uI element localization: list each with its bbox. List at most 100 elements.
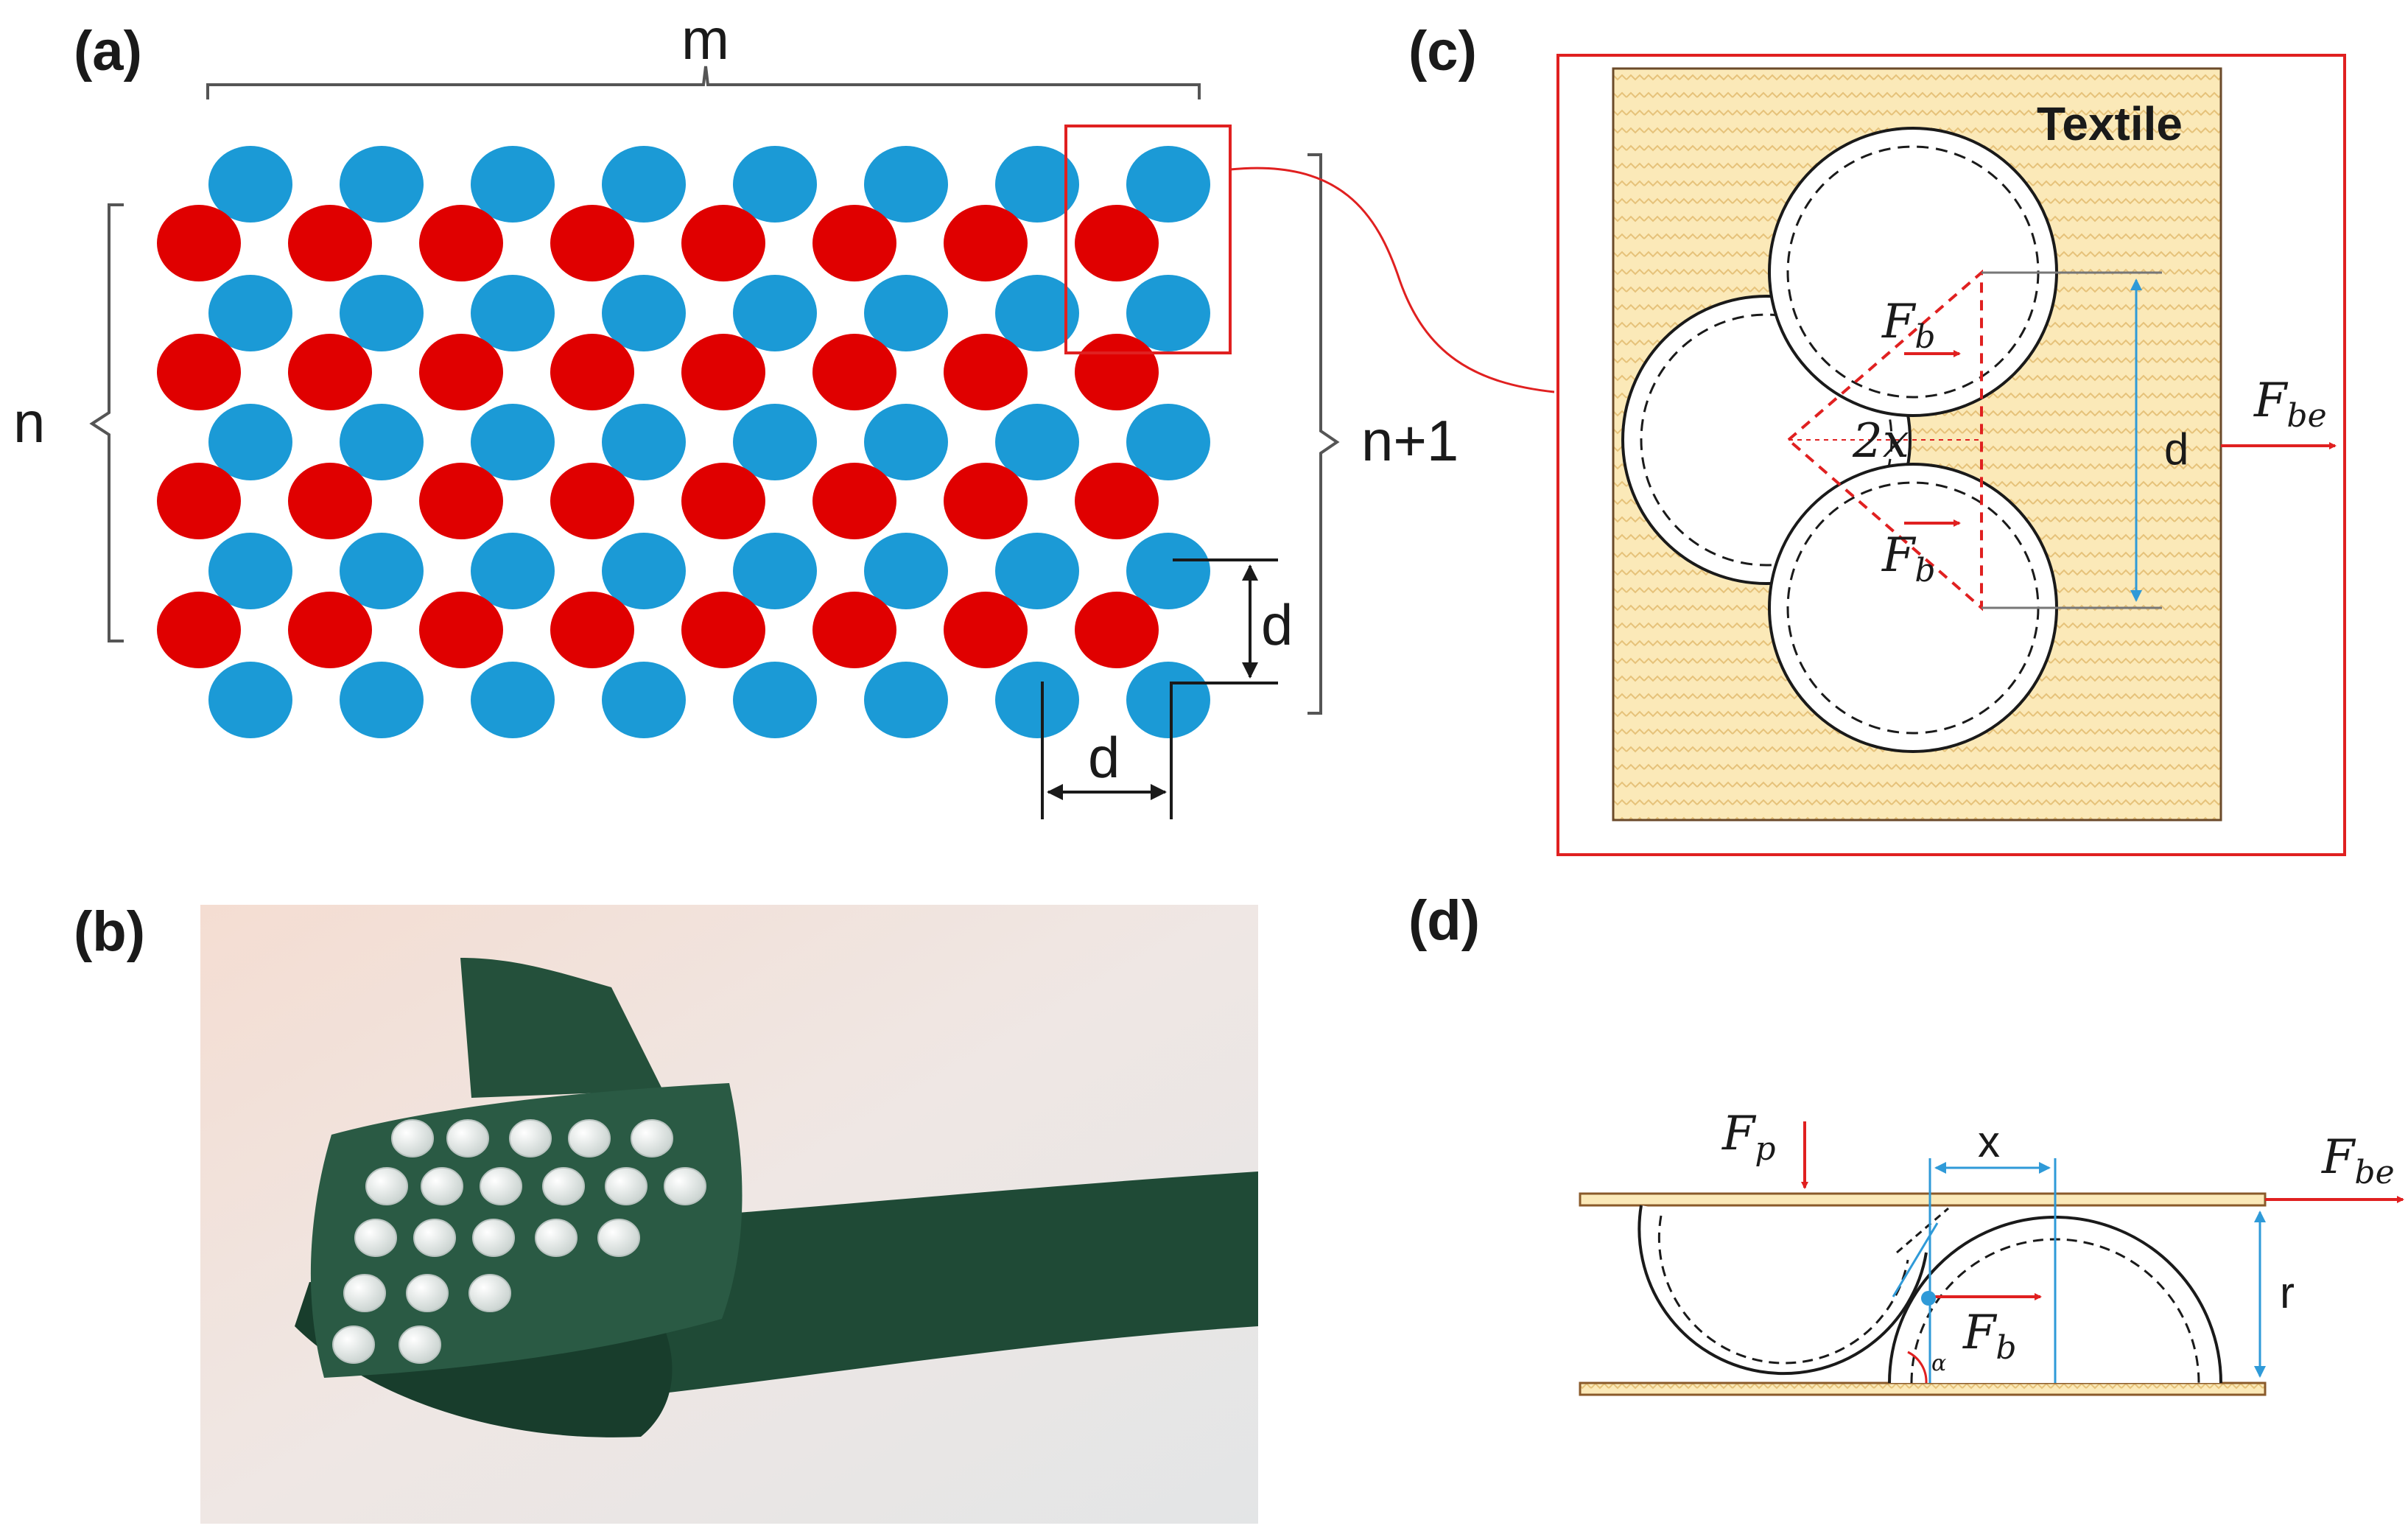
bead <box>332 1325 375 1364</box>
two-x-label: 2x <box>1852 414 1909 469</box>
n-brace <box>89 203 124 642</box>
red-dot <box>419 463 503 539</box>
blue-dot <box>995 146 1079 223</box>
bead <box>421 1167 463 1205</box>
alpha-label: α <box>1931 1351 1946 1376</box>
blue-dot <box>208 146 292 223</box>
blue-dot <box>208 275 292 351</box>
bead <box>365 1167 408 1205</box>
blue-dot <box>1126 533 1210 609</box>
bead <box>472 1219 515 1257</box>
n-label: n <box>13 390 45 455</box>
red-dot <box>681 205 765 281</box>
contact-line-1 <box>1896 1207 1949 1254</box>
bead-left-d <box>1637 1205 1928 1376</box>
red-dot <box>681 463 765 539</box>
blue-dot <box>1126 662 1210 738</box>
red-dot <box>1075 592 1159 668</box>
fb-top-label: Fb <box>1881 295 1936 356</box>
red-dot <box>157 334 241 410</box>
blue-dot <box>340 404 424 480</box>
beads <box>332 1119 706 1364</box>
panel-d: (d) x Fp Fbe r Fb <box>1408 889 2404 1396</box>
alpha-arc <box>1907 1351 1928 1384</box>
m-label: m <box>681 7 729 71</box>
blue-dot <box>471 533 555 609</box>
red-dot <box>550 334 634 410</box>
fb-label-d: Fb <box>1962 1306 2017 1367</box>
red-dot <box>550 463 634 539</box>
blue-dot <box>208 533 292 609</box>
bead <box>535 1219 578 1257</box>
red-dot <box>1075 205 1159 281</box>
bead <box>343 1274 386 1312</box>
blue-dot <box>471 404 555 480</box>
blue-dot <box>340 533 424 609</box>
blue-dot <box>864 533 948 609</box>
n-plus-1-brace <box>1307 153 1340 715</box>
blue-dot <box>995 275 1079 351</box>
panel-b-label: (b) <box>74 900 145 963</box>
red-dot <box>288 592 372 668</box>
red-dot <box>157 205 241 281</box>
red-dot <box>419 334 503 410</box>
red-dot <box>812 463 896 539</box>
red-dot <box>681 592 765 668</box>
bead <box>468 1274 511 1312</box>
bead <box>413 1219 456 1257</box>
fabric-photo <box>200 905 1258 1524</box>
blue-dot <box>471 662 555 738</box>
blue-dot <box>602 404 686 480</box>
red-dot <box>550 205 634 281</box>
red-dot <box>1075 463 1159 539</box>
blue-dot <box>995 533 1079 609</box>
blue-dot <box>340 662 424 738</box>
blue-dot <box>995 662 1079 738</box>
bead <box>542 1167 585 1205</box>
blue-dot <box>602 275 686 351</box>
bead <box>480 1167 522 1205</box>
bead-top <box>1768 127 2058 417</box>
blue-dot <box>340 146 424 223</box>
red-dot <box>550 592 634 668</box>
blue-dot <box>733 533 817 609</box>
blue-dot <box>995 404 1079 480</box>
x-label: x <box>1978 1117 2000 1166</box>
fb-origin-dot <box>1921 1291 1936 1306</box>
zoom-connector <box>1229 167 1555 393</box>
bead <box>664 1167 706 1205</box>
blue-dot <box>340 275 424 351</box>
red-dot <box>419 592 503 668</box>
panel-a-label: (a) <box>74 20 142 83</box>
dot-grid <box>157 146 1210 738</box>
red-dot <box>944 592 1028 668</box>
blue-dot <box>864 146 948 223</box>
red-dot <box>288 205 372 281</box>
blue-dot <box>208 404 292 480</box>
top-bar <box>1579 1192 2267 1207</box>
panel-b: (b) <box>74 900 1258 1524</box>
red-dot <box>812 334 896 410</box>
blue-dot <box>864 275 948 351</box>
bead <box>391 1119 434 1157</box>
red-dot <box>812 205 896 281</box>
panel-c: (c) Textile d Fb Fb 2x <box>1408 20 2346 856</box>
red-dot <box>419 205 503 281</box>
d-label: d <box>2164 424 2188 474</box>
blue-dot <box>864 404 948 480</box>
zoom-box <box>1064 125 1232 354</box>
force-triangle <box>1786 269 1983 612</box>
bottom-bar <box>1579 1381 2267 1396</box>
panel-d-label: (d) <box>1408 889 1480 952</box>
panel-c-label: (c) <box>1408 20 1477 83</box>
blue-dot <box>602 662 686 738</box>
red-dot <box>157 463 241 539</box>
textile-label: Textile <box>2037 97 2183 150</box>
red-dot <box>1075 334 1159 410</box>
fp-label: Fp <box>1721 1107 1776 1168</box>
panel-a: (a) m n n+1 d d <box>13 7 1555 819</box>
bead <box>399 1325 441 1364</box>
fbe-label-d: Fbe <box>2321 1130 2395 1191</box>
red-dot <box>944 334 1028 410</box>
